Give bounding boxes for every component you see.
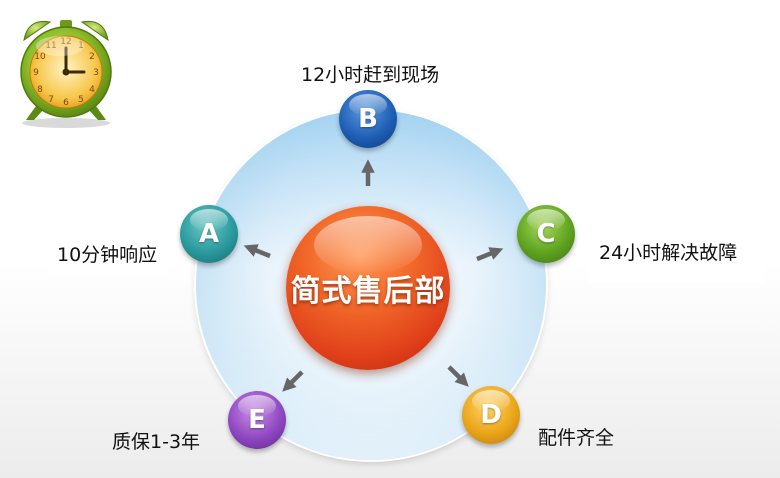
svg-text:10: 10 [34, 52, 46, 62]
node-b-label: 12小时赶到现场 [301, 64, 440, 86]
node-a: A [180, 205, 238, 263]
node-a-letter: A [198, 219, 220, 249]
node-d: D [462, 386, 520, 444]
svg-text:1: 1 [78, 41, 84, 51]
node-e: E [228, 391, 286, 449]
svg-text:5: 5 [78, 95, 84, 105]
node-c: C [517, 205, 575, 263]
svg-text:6: 6 [63, 98, 69, 108]
node-d-letter: D [480, 400, 502, 430]
alarm-clock-icon: 12 3 6 9 1 2 4 5 7 8 10 11 [14, 10, 118, 130]
node-c-label: 24小时解决故障 [589, 228, 764, 283]
node-d-label: 配件齐全 [538, 427, 615, 449]
arrow-to-e [282, 370, 304, 392]
node-a-label: 10分钟响应 [47, 232, 168, 275]
node-e-label: 质保1-3年 [112, 431, 201, 453]
arrow-to-a [243, 244, 271, 259]
svg-text:12: 12 [60, 37, 71, 47]
arrow-to-c [476, 247, 504, 262]
svg-text:9: 9 [33, 68, 39, 78]
node-b: B [339, 90, 397, 148]
svg-text:11: 11 [45, 41, 56, 51]
svg-text:3: 3 [93, 68, 99, 78]
arrow-to-d [447, 365, 469, 387]
svg-text:8: 8 [37, 85, 43, 95]
svg-text:7: 7 [48, 95, 54, 105]
node-b-letter: B [358, 104, 378, 134]
center-sphere: 简式售后部 [286, 206, 450, 370]
node-c-letter: C [536, 219, 556, 249]
svg-text:4: 4 [89, 85, 95, 95]
svg-text:2: 2 [89, 52, 95, 62]
center-label: 简式售后部 [290, 274, 446, 309]
node-e-letter: E [248, 405, 266, 435]
